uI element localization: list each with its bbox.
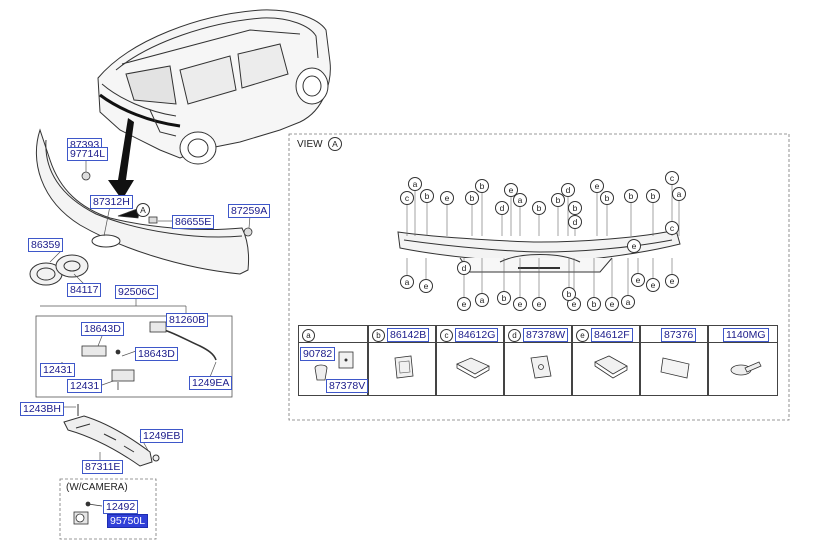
legend-letter-d: d — [508, 329, 521, 342]
small-parts-top — [81, 171, 253, 237]
view-top-marker-17: b — [646, 189, 660, 203]
view-top-marker-12: d — [561, 183, 575, 197]
view-top-marker-8: e — [504, 183, 518, 197]
view-top-marker-10: b — [532, 201, 546, 215]
part-label-95750l[interactable]: 95750L — [107, 514, 149, 528]
legend-letter-a: a — [302, 329, 315, 342]
view-bottom-marker-14: e — [646, 278, 660, 292]
legend-b-icon — [394, 355, 414, 379]
camera-box — [59, 478, 157, 540]
part-label-81260b[interactable]: 81260B — [166, 313, 209, 327]
legend-letter-c: c — [440, 329, 453, 342]
part-label-87378v[interactable]: 87378V — [326, 379, 369, 393]
view-bottom-marker-10: b — [587, 297, 601, 311]
view-top-marker-5: b — [475, 179, 489, 193]
legend-87376-icon — [660, 357, 690, 379]
view-top-marker-4: e — [440, 191, 454, 205]
garnish-panel — [35, 128, 249, 275]
view-a-frame — [288, 133, 790, 421]
view-bottom-marker-3: e — [457, 297, 471, 311]
legend-cell-d: d 87378W — [504, 325, 572, 396]
legend-1140mg-icon — [730, 361, 762, 376]
view-top-marker-11: b — [551, 193, 565, 207]
legend-letter-e: e — [576, 329, 589, 342]
view-title: VIEW — [297, 139, 323, 150]
suv-illustration — [97, 9, 331, 165]
part-label-92506c[interactable]: 92506C — [115, 285, 158, 299]
view-title-marker: A — [328, 137, 342, 151]
part-label-86142b[interactable]: 86142B — [387, 328, 430, 342]
part-label-86359[interactable]: 86359 — [28, 238, 64, 252]
view-bottom-marker-13: a — [621, 295, 635, 309]
view-bottom-marker-11: e — [605, 297, 619, 311]
view-top-marker-13: b — [568, 201, 582, 215]
view-top-marker-9: a — [513, 193, 527, 207]
legend-cell-e: e 84612F — [572, 325, 640, 396]
view-bottom-marker-2: e — [419, 279, 433, 293]
harness-bracket-frame — [35, 315, 233, 398]
view-bottom-marker-6: e — [513, 297, 527, 311]
part-label-87259a[interactable]: 87259A — [228, 204, 271, 218]
view-a-leaders — [406, 185, 680, 297]
view-a-callout: A — [136, 203, 150, 217]
part-label-84612g[interactable]: 84612G — [455, 328, 499, 342]
legend-c-icon — [456, 357, 490, 379]
legend-cell-a: a 90782 87378V — [298, 325, 369, 396]
part-label-1249eb[interactable]: 1249EB — [140, 429, 184, 443]
view-top-marker-6: b — [465, 191, 479, 205]
view-top-marker-14: e — [590, 179, 604, 193]
view-top-marker-1: c — [400, 191, 414, 205]
view-top-marker-3: b — [420, 189, 434, 203]
view-top-marker-18: a — [672, 187, 686, 201]
part-label-86655e[interactable]: 86655E — [172, 215, 215, 229]
view-bottom-marker-1: a — [400, 275, 414, 289]
view-top-marker-2: a — [408, 177, 422, 191]
legend-cell-c: c 84612G — [436, 325, 504, 396]
pointer-arrow — [108, 118, 134, 200]
part-label-12492[interactable]: 12492 — [103, 500, 139, 514]
view-bottom-marker-4: a — [475, 293, 489, 307]
part-label-18643d-lower[interactable]: 18643D — [135, 347, 178, 361]
part-label-87312h[interactable]: 87312H — [90, 195, 133, 209]
part-label-84117[interactable]: 84117 — [67, 283, 102, 297]
lamp-garnish — [63, 404, 160, 467]
camera-caption: (W/CAMERA) — [66, 482, 128, 493]
view-extra-marker-4: c — [665, 221, 679, 235]
view-bottom-marker-12: e — [631, 273, 645, 287]
part-label-18643d-upper[interactable]: 18643D — [81, 322, 124, 336]
view-top-marker-19: c — [665, 171, 679, 185]
legend-a-icons — [314, 351, 354, 381]
view-bottom-marker-9: b — [562, 287, 576, 301]
part-label-90782[interactable]: 90782 — [300, 347, 336, 361]
legend-cell-87376: 87376 — [640, 325, 708, 396]
view-extra-marker-2: d — [457, 261, 471, 275]
emblems — [29, 254, 89, 286]
view-top-marker-15: b — [600, 191, 614, 205]
part-label-1249ea[interactable]: 1249EA — [189, 376, 233, 390]
view-bottom-marker-7: e — [532, 297, 546, 311]
part-label-97714l[interactable]: 97714L — [67, 147, 109, 161]
part-label-1140mg[interactable]: 1140MG — [723, 328, 769, 342]
part-label-12431-lower[interactable]: 12431 — [67, 379, 103, 393]
part-label-87376[interactable]: 87376 — [661, 328, 697, 342]
legend-e-icon — [594, 355, 628, 379]
part-label-87311e[interactable]: 87311E — [82, 460, 124, 474]
legend-cell-b: b 86142B — [368, 325, 436, 396]
part-label-84612f[interactable]: 84612F — [591, 328, 633, 342]
legend-cell-1140mg: 1140MG — [708, 325, 778, 396]
camera-parts — [73, 501, 103, 525]
view-top-marker-7: d — [495, 201, 509, 215]
view-extra-marker-1: d — [568, 215, 582, 229]
view-top-marker-16: b — [624, 189, 638, 203]
part-label-1243bh[interactable]: 1243BH — [20, 402, 64, 416]
part-label-12431-upper[interactable]: 12431 — [40, 363, 76, 377]
part-label-87378w[interactable]: 87378W — [523, 328, 569, 342]
view-extra-marker-3: e — [627, 239, 641, 253]
legend-letter-b: b — [372, 329, 385, 342]
view-bottom-marker-5: b — [497, 291, 511, 305]
view-bottom-marker-15: e — [665, 274, 679, 288]
legend-d-icon — [530, 355, 552, 379]
